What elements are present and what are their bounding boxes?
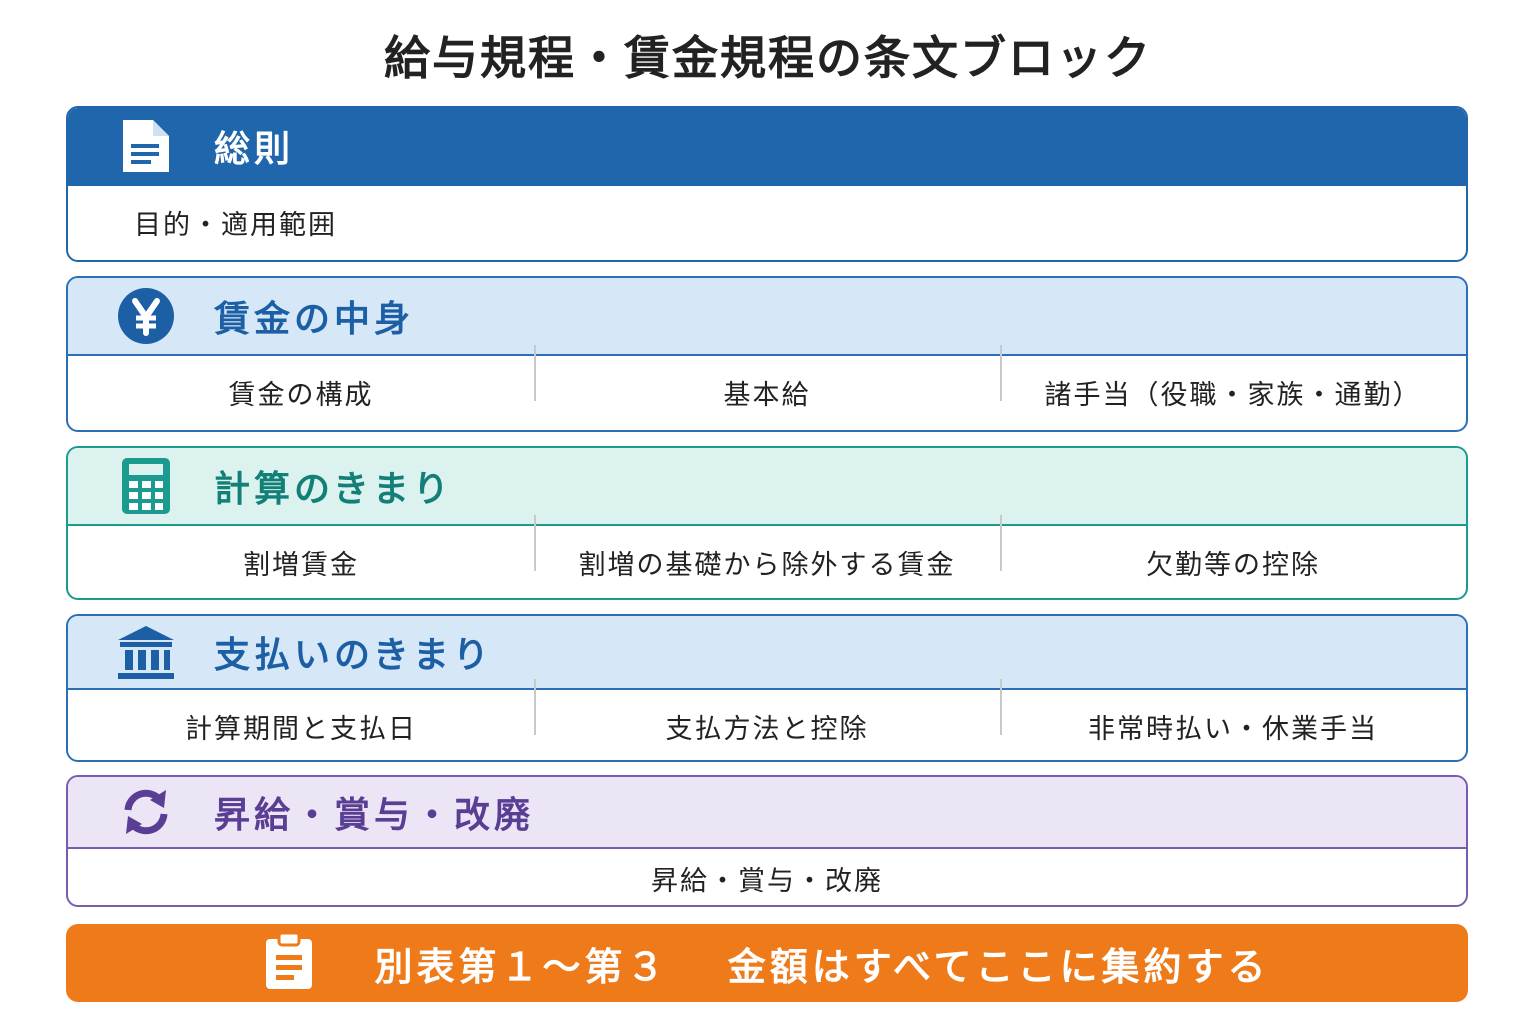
section-heading: 支払いのきまり	[214, 635, 493, 676]
section-item: 賃金の構成	[228, 379, 374, 411]
section-header: 総則	[68, 108, 1466, 186]
section-heading: 昇給・賞与・改廃	[214, 795, 535, 836]
section-item: 非常時払い・休業手当	[1000, 678, 1466, 746]
section-wage: 賃金の中身 賃金の構成 基本給 諸手当（役職・家族・通勤）	[66, 276, 1468, 432]
section-calculation: 計算のきまり 割増賃金 割増の基礎から除外する賃金 欠勤等の控除	[66, 446, 1468, 600]
section-item: 昇給・賞与・改廃	[651, 865, 883, 897]
section-payment: 支払いのきまり 計算期間と支払日 支払方法と控除 非常時払い・休業手当	[66, 614, 1468, 762]
section-item: 割増賃金	[243, 549, 359, 581]
section-item: 目的・適用範囲	[134, 209, 337, 241]
section-item: 諸手当（役職・家族・通勤）	[1000, 344, 1466, 412]
section-general: 総則 目的・適用範囲	[66, 106, 1468, 262]
section-heading: 賃金の中身	[214, 299, 415, 340]
appendix-banner: 別表第１～第３ 金額はすべてここに集約する	[66, 924, 1468, 1002]
section-item: 支払方法と控除	[534, 678, 1000, 746]
refresh-icon	[86, 784, 206, 840]
section-header: 支払いのきまり	[68, 616, 1466, 690]
section-item: 計算期間と支払日	[185, 713, 417, 745]
section-heading: 計算のきまり	[214, 469, 453, 510]
appendix-text: 別表第１～第３ 金額はすべてここに集約する	[374, 944, 1270, 989]
yen-icon	[86, 287, 206, 345]
bank-icon	[86, 624, 206, 680]
calculator-icon	[86, 457, 206, 515]
page-title: 給与規程・賃金規程の条文ブロック	[384, 31, 1152, 85]
section-item: 欠勤等の控除	[1000, 514, 1466, 582]
section-heading: 総則	[214, 129, 295, 170]
section-item: 割増の基礎から除外する賃金	[534, 514, 1000, 582]
document-icon	[86, 116, 206, 176]
clipboard-icon	[264, 931, 314, 995]
section-raise-bonus: 昇給・賞与・改廃 昇給・賞与・改廃	[66, 775, 1468, 907]
section-item: 基本給	[534, 344, 1000, 412]
section-header: 昇給・賞与・改廃	[68, 777, 1466, 849]
section-header: 賃金の中身	[68, 278, 1466, 356]
section-header: 計算のきまり	[68, 448, 1466, 526]
